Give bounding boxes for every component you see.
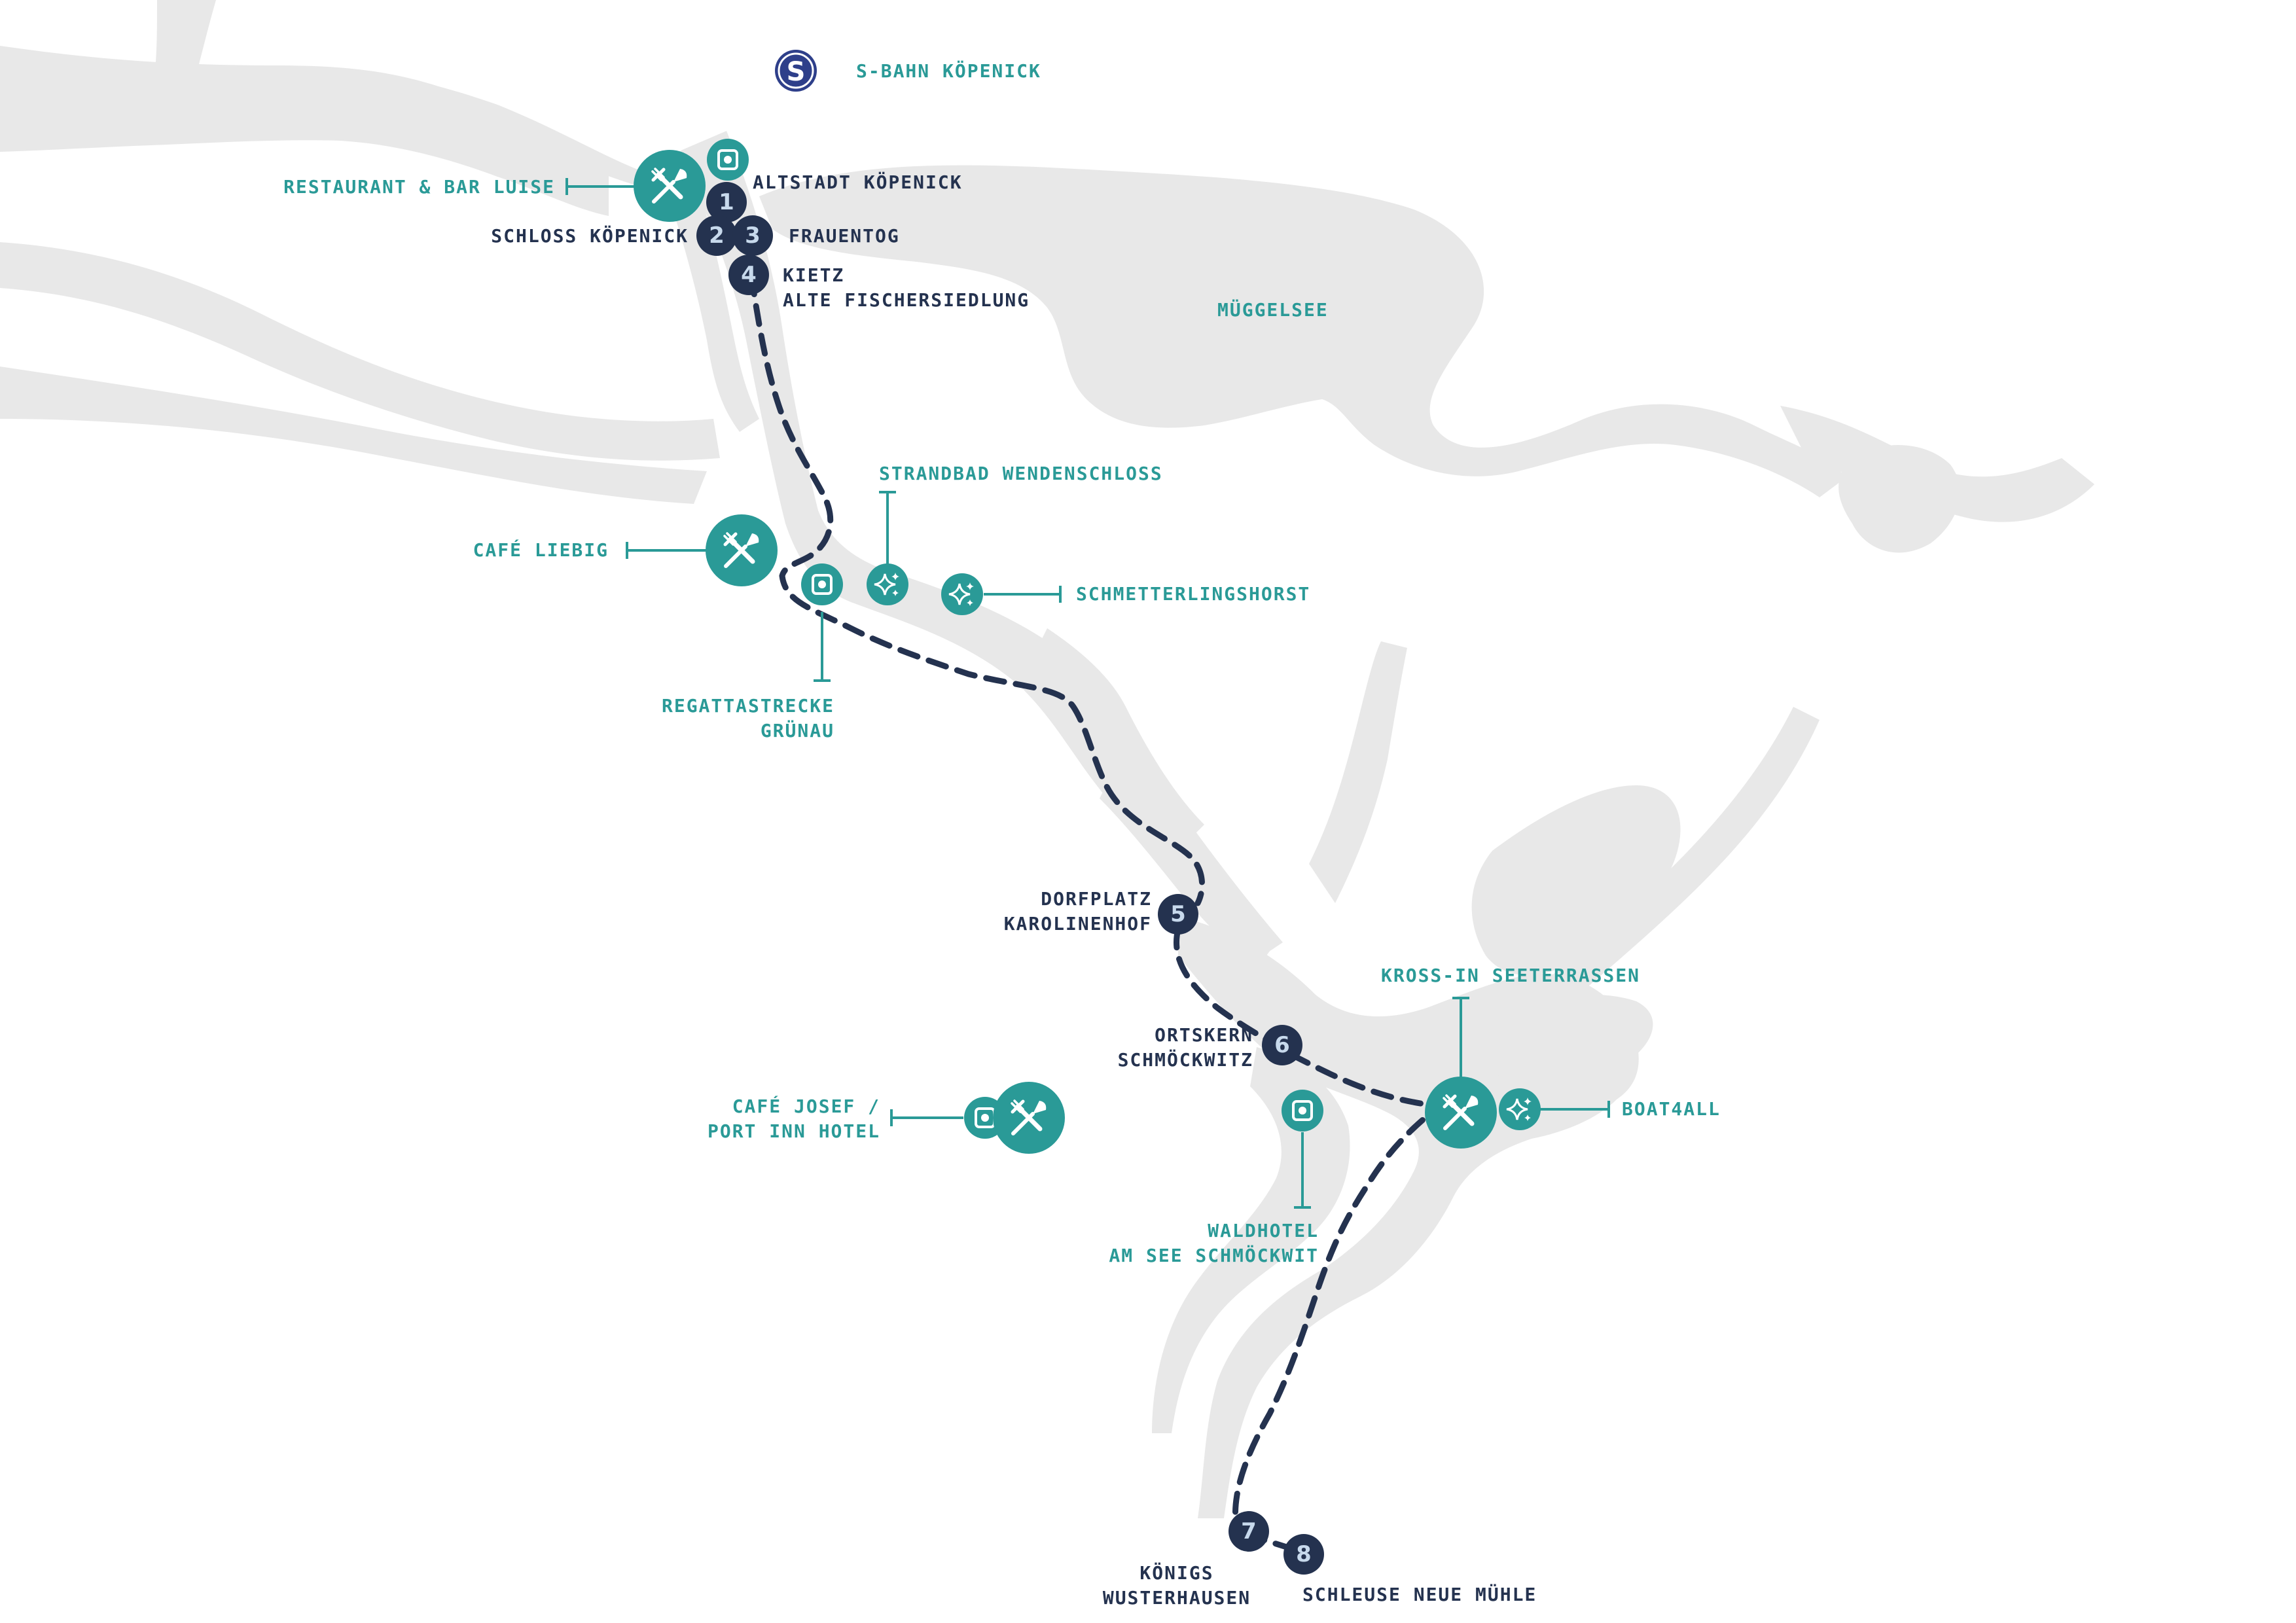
sparkle-icon[interactable] (867, 563, 908, 605)
svg-text:1: 1 (719, 189, 734, 215)
route-segment-south (1174, 926, 1448, 1548)
route-segment-north (748, 273, 1206, 906)
stop-label-kietz: KIETZ ALTE FISCHERSIEDLUNG (783, 264, 1030, 311)
svg-text:7: 7 (1241, 1518, 1257, 1544)
svg-text:S: S (787, 57, 806, 87)
hotel-icon[interactable] (1282, 1090, 1323, 1132)
poi-label-strandbad[interactable]: STRANDBAD WENDENSCHLOSS (879, 463, 1163, 484)
stop-label-dorfplatz: DORFPLATZ KAROLINENHOF (1003, 888, 1152, 935)
gruenau-branch (1034, 628, 1204, 844)
leader-lines (565, 178, 1610, 1209)
sparkle-icon[interactable] (941, 573, 983, 615)
stop-marker[interactable]: 3 (732, 215, 773, 256)
mueggelsee (759, 165, 1846, 497)
hotel-icon[interactable] (801, 563, 843, 605)
dahme-mid (1100, 772, 1276, 969)
stop-marker[interactable]: 7 (1229, 1511, 1269, 1552)
svg-text:3: 3 (745, 223, 761, 249)
svg-text:2: 2 (709, 223, 725, 249)
route-stops: 1 2 3 4 5 6 7 8 (696, 182, 1324, 1575)
stop-label-schloss: SCHLOSS KÖPENICK (491, 225, 689, 247)
fork-knife-icon[interactable] (706, 514, 778, 586)
fork-knife-icon[interactable] (993, 1082, 1065, 1154)
poi-label-cafe-liebig[interactable]: CAFÉ LIEBIG (473, 539, 609, 561)
northeast-branch (1309, 641, 1407, 903)
sparkle-icon[interactable] (1499, 1088, 1541, 1130)
river-north (151, 0, 216, 98)
west-branch (0, 242, 720, 461)
fork-knife-icon[interactable] (634, 150, 706, 222)
stop-marker[interactable]: 1 (706, 182, 747, 223)
lake-label-mueggelsee: MÜGGELSEE (1217, 299, 1329, 321)
s-bahn-label[interactable]: S-BAHN KÖPENICK (856, 60, 1041, 82)
stop-marker[interactable]: 4 (728, 255, 769, 295)
poi-label-kross-in[interactable]: KROSS-IN SEETERRASSEN (1381, 965, 1641, 986)
stop-marker[interactable]: 2 (696, 215, 737, 256)
zeuthener-see (1152, 1047, 1350, 1433)
southwest-branch (0, 366, 707, 504)
seddinsee (1471, 785, 1681, 975)
svg-text:4: 4 (741, 262, 757, 288)
svg-text:8: 8 (1296, 1541, 1312, 1567)
kross-in-lake (1491, 995, 1653, 1092)
poi-label-schmetterlingshorst[interactable]: SCHMETTERLINGSHORST (1076, 583, 1311, 605)
stop-label-altstadt: ALTSTADT KÖPENICK (753, 171, 963, 193)
stop-label-koenigs: KÖNIGS WUSTERHAUSEN (1102, 1562, 1251, 1609)
stop-label-schleuse: SCHLEUSE NEUE MÜHLE (1302, 1584, 1537, 1605)
stop-marker[interactable]: 8 (1283, 1534, 1324, 1575)
poi-label-cafe-josef[interactable]: CAFÉ JOSEF / PORT INN HOTEL (707, 1096, 880, 1142)
poi-label-boat4all[interactable]: BOAT4ALL (1622, 1098, 1721, 1120)
svg-text:5: 5 (1170, 901, 1186, 927)
stop-marker[interactable]: 6 (1262, 1025, 1302, 1065)
west-connector (655, 151, 759, 432)
poi-label-regatta[interactable]: REGATTASTRECKE GRÜNAU (661, 695, 834, 741)
poi-label-waldhotel[interactable]: WALDHOTEL AM SEE SCHMÖCKWIT (1109, 1220, 1319, 1266)
water-bodies (0, 0, 2094, 1518)
east-river (1780, 406, 2094, 522)
fork-knife-icon[interactable] (1425, 1077, 1497, 1149)
stop-label-ortskern: ORTSKERN SCHMÖCKWITZ (1117, 1024, 1253, 1071)
poi-label-restaurant-luise[interactable]: RESTAURANT & BAR LUISE (283, 176, 555, 198)
s-bahn-icon: S (775, 50, 817, 92)
east-lake (1839, 445, 1960, 553)
stop-label-frauentog: FRAUENTOG (789, 225, 900, 247)
hotel-icon[interactable] (707, 139, 749, 181)
poi-markers (634, 139, 1541, 1154)
stop-marker[interactable]: 5 (1158, 894, 1198, 935)
svg-text:6: 6 (1274, 1032, 1290, 1058)
